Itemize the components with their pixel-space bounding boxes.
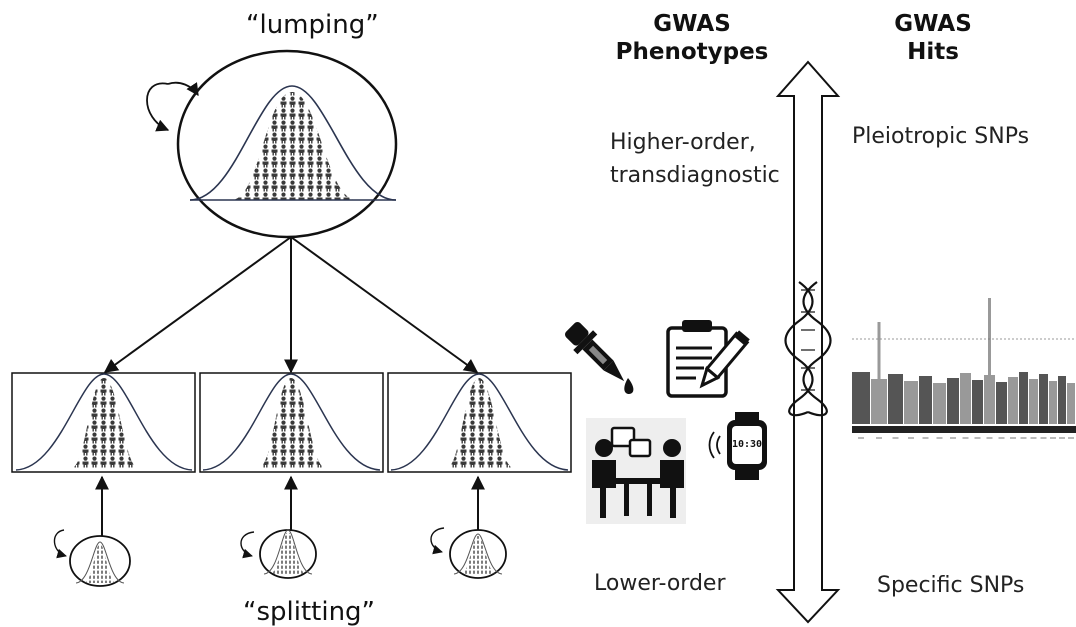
lower-order-label: Lower-order: [594, 571, 726, 596]
manhattan-chromosome-column: [1008, 377, 1018, 424]
higher-order-label: Higher-order, transdiagnostic: [610, 126, 780, 192]
phenotypes-header-line1: GWAS: [653, 11, 731, 37]
manhattan-axis-tick: [1040, 437, 1047, 439]
split-loop-icon-1: [53, 529, 67, 559]
manhattan-chromosome-column: [947, 378, 959, 424]
smartwatch-icon: [708, 412, 767, 480]
manhattan-chromosome-column: [888, 374, 903, 424]
manhattan-axis-tick: [892, 437, 899, 439]
subtype-box-3: [387, 372, 572, 473]
manhattan-axis-tick: [1030, 437, 1037, 439]
specific-snps-label: Specific SNPs: [877, 573, 1025, 598]
phenotypes-header-line2: Phenotypes: [615, 39, 769, 65]
lumping-distribution: [176, 49, 398, 239]
manhattan-axis-tick: [858, 437, 864, 439]
manhattan-axis-tick: [1059, 437, 1065, 439]
manhattan-axis-tick: [962, 437, 969, 439]
split-loop-icon-3: [430, 527, 445, 555]
manhattan-axis-tick: [908, 437, 914, 439]
higher-order-line2: transdiagnostic: [610, 163, 780, 188]
manhattan-chromosome-column: [996, 382, 1007, 424]
hits-header-line2: Hits: [907, 39, 959, 65]
split-loop-icon-2: [240, 531, 255, 559]
manhattan-axis-tick: [998, 437, 1005, 439]
manhattan-chromosome-column: [871, 379, 887, 424]
manhattan-axis-tick: [936, 437, 943, 439]
lumping-to-splitting-arrows: [103, 236, 479, 374]
higher-order-line1: Higher-order,: [610, 130, 756, 155]
manhattan-axis-tick: [974, 437, 981, 439]
clipboard-pencil-icon: [666, 320, 750, 398]
interview-icon: [586, 418, 686, 524]
pleiotropic-snps-label: Pleiotropic SNPs: [852, 124, 1030, 149]
manhattan-chromosome-column: [852, 372, 870, 424]
manhattan-axis-tick: [950, 437, 956, 439]
watch-time: 10:30: [731, 439, 763, 450]
dna-helix-icon: [784, 281, 832, 417]
splitting-label: “splitting”: [243, 597, 376, 627]
manhattan-axis-tick: [1050, 437, 1056, 439]
manhattan-chromosome-column: [972, 380, 983, 424]
manhattan-chromosome-column: [904, 381, 918, 424]
hits-header-line1: GWAS: [894, 11, 972, 37]
manhattan-chromosome-column: [1019, 372, 1028, 424]
manhattan-peak: [877, 322, 881, 379]
manhattan-axis-tick: [1010, 437, 1016, 439]
hits-header: GWAS Hits: [858, 10, 1008, 66]
manhattan-axis-tick: [922, 437, 929, 439]
manhattan-chromosome-column: [960, 373, 971, 424]
phenotypes-header: GWAS Phenotypes: [612, 10, 772, 66]
lumping-loop-icon: [146, 82, 170, 132]
manhattan-axis-tick: [876, 437, 882, 439]
dropper-icon: [565, 322, 634, 394]
subtype-box-2: [199, 372, 384, 473]
manhattan-axis-tick: [1020, 437, 1027, 439]
split-distribution-3: [449, 529, 507, 579]
manhattan-axis-tick: [986, 437, 993, 439]
manhattan-axis-tick: [1068, 437, 1074, 439]
manhattan-chromosome-column: [1029, 379, 1038, 424]
manhattan-chromosome-column: [1039, 374, 1048, 424]
manhattan-peak: [988, 298, 991, 375]
order-double-arrow: [775, 60, 841, 624]
lumping-label: “lumping”: [246, 10, 379, 40]
manhattan-chromosome-column: [1067, 383, 1075, 424]
splitting-arrows: [95, 475, 485, 542]
manhattan-chromosome-column: [1049, 381, 1057, 424]
manhattan-chromosome-column: [919, 376, 932, 424]
split-distribution-2: [259, 529, 317, 579]
manhattan-plot-icon: [850, 298, 1076, 445]
manhattan-chromosome-column: [1058, 376, 1066, 424]
split-distribution-1: [69, 535, 131, 587]
manhattan-chromosome-column: [933, 383, 946, 424]
manhattan-chromosome-column: [984, 375, 995, 424]
subtype-box-1: [11, 372, 196, 473]
